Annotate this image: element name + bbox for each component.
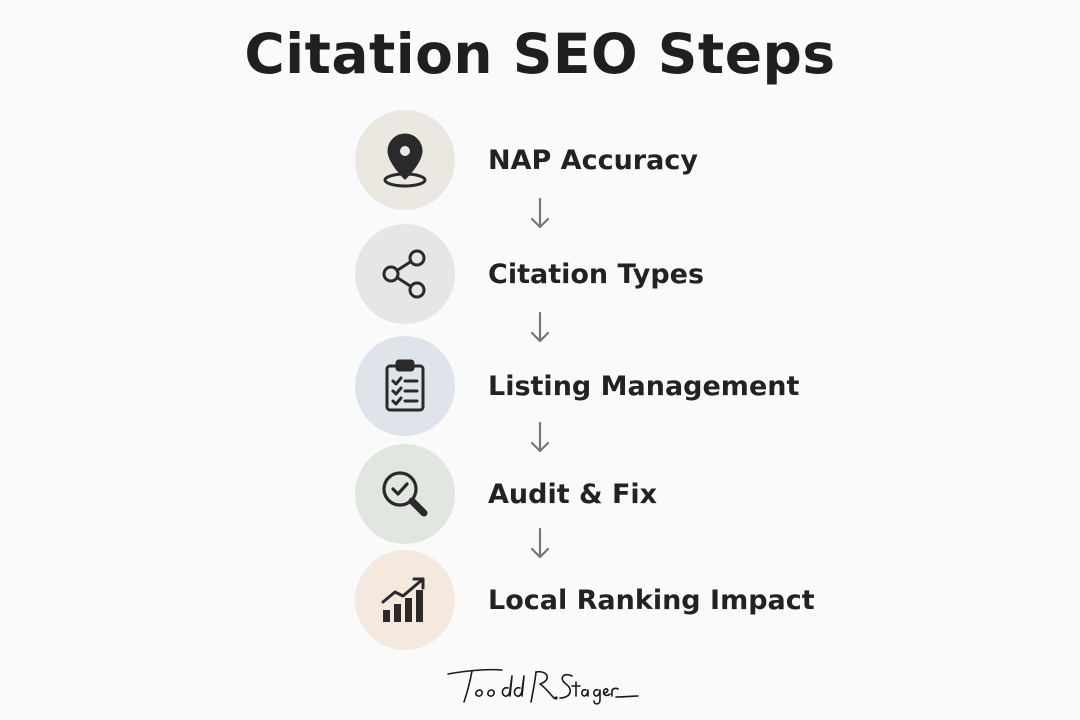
arrow-down-icon — [530, 527, 550, 559]
step-label: Citation Types — [488, 258, 705, 290]
arrow-down-icon — [530, 421, 550, 453]
step-label: Listing Management — [488, 370, 800, 402]
step-audit-fix: Audit & Fix — [355, 444, 657, 544]
arrow-down-icon — [530, 197, 550, 229]
map-pin-icon — [383, 133, 427, 188]
clipboard-checklist-icon — [385, 359, 425, 412]
share-nodes-icon — [382, 249, 426, 299]
step-listing-management: Listing Management — [355, 336, 799, 436]
step-icon-circle — [355, 110, 455, 210]
step-label: NAP Accuracy — [488, 144, 698, 176]
magnifier-check-icon — [382, 471, 428, 517]
step-label: Audit & Fix — [488, 478, 658, 510]
step-nap-accuracy: NAP Accuracy — [355, 110, 698, 210]
arrow-down-icon — [530, 311, 550, 343]
growth-chart-icon — [381, 577, 425, 622]
step-local-ranking-impact: Local Ranking Impact — [355, 550, 815, 650]
step-icon-circle — [355, 224, 455, 324]
signature — [447, 668, 639, 705]
step-label: Local Ranking Impact — [488, 584, 815, 616]
step-icon-circle — [355, 444, 455, 544]
step-icon-circle — [355, 336, 455, 436]
step-icon-circle — [355, 550, 455, 650]
step-citation-types: Citation Types — [355, 224, 704, 324]
page-title: Citation SEO Steps — [244, 22, 836, 86]
